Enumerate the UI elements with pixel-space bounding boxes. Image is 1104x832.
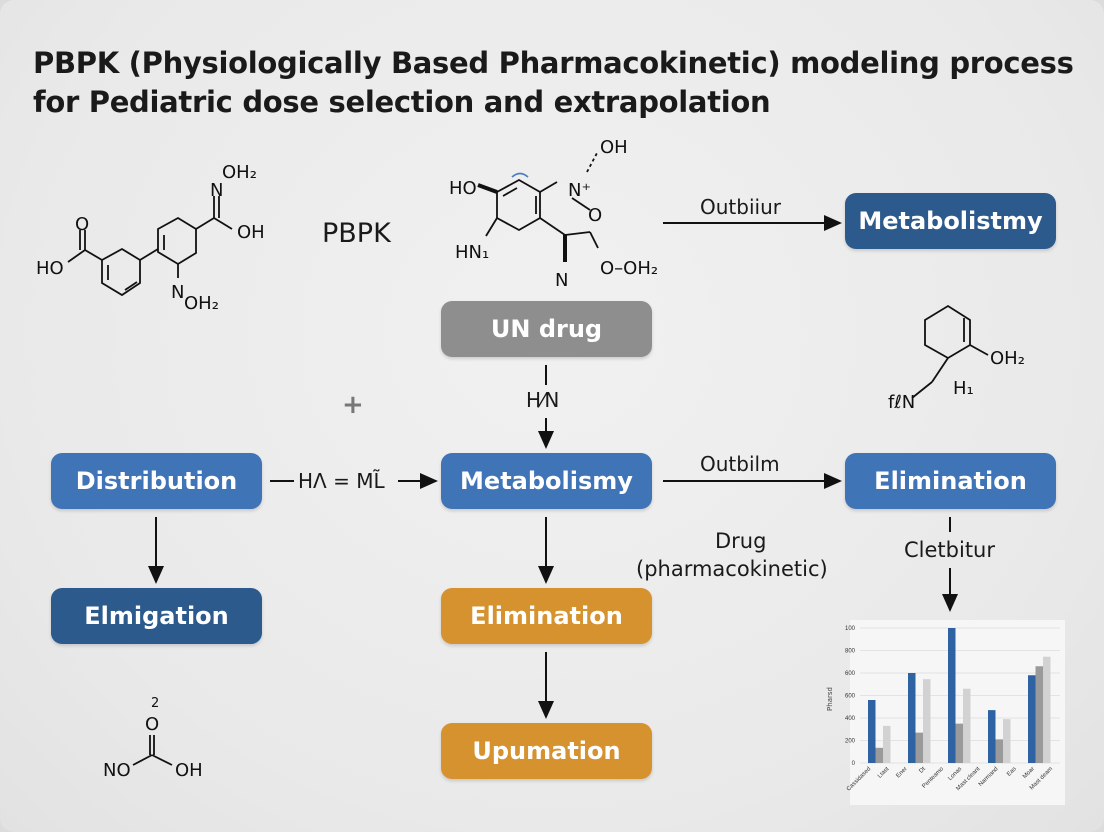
m1-oh-right: OH [237,222,265,243]
m1-n-bottom: N [171,282,185,303]
chart-bar [923,679,931,763]
m4-superscript: 2 [151,696,160,711]
chart-bar [908,673,916,763]
label-cletbitur: Cletbitur [904,538,995,562]
box-distribution: Distribution [51,453,262,509]
molecule-2-structure [477,152,599,262]
chart-ytick-label: 100 [845,626,856,632]
title-line-1: PBPK (Physiologically Based Pharmacokine… [33,46,1074,80]
m2-n-plus: N⁺ [568,180,591,201]
box-un-drug: UN drug [441,301,652,357]
plus-icon: + [342,390,364,420]
m1-n-top: N [210,180,224,201]
pbpk-label: PBPK [322,218,391,249]
m1-o: O [75,214,90,235]
m1-oh2-bottom: OH₂ [184,293,219,314]
chart-bar [995,739,1003,763]
label-outbilm: Outbilm [700,452,780,476]
m2-o-oh2: O–OH₂ [600,258,659,279]
m4-o: O [145,714,160,735]
m3-fn: fℓN [888,392,916,413]
box-metabolismy: Metabolismy [441,453,652,509]
box-elimination-right: Elimination [845,453,1056,509]
chart-ytick-label: 600 [845,694,856,700]
molecule-1-structure [67,196,233,297]
label-h2n: H⁄N [526,388,560,412]
chart-bar [963,688,971,763]
molecule-3-structure [911,304,989,399]
m2-n: N [555,270,569,291]
label-drug: Drug [715,529,767,553]
m3-oh2: OH₂ [990,348,1025,369]
label-pharmacokinetic: (pharmacokinetic) [636,557,828,581]
chart-bar [915,732,923,763]
chart-xtick-label: Dt [918,766,927,775]
chart-ylabel: Pharsd [825,687,834,711]
chart-ytick-label: 0 [852,761,856,767]
chart-bar [1035,666,1043,763]
chart-ytick-label: 800 [845,649,856,655]
m1-oh2-top: OH₂ [222,162,257,183]
m4-oh: OH [175,760,203,781]
m2-hn1: HN₁ [455,242,490,263]
m1-ho: HO [36,258,64,279]
chart-bar [1028,675,1036,763]
chart-ytick-label: 400 [845,716,856,722]
chart-xtick-label: Eas [1006,766,1018,778]
chart-bar [883,725,891,763]
chart-bar [875,747,883,763]
chart-bar [1043,656,1051,763]
box-metabolistmy: Metabolistmy [845,193,1056,249]
m4-no: NO [103,760,131,781]
m2-ho: HO [449,178,477,199]
label-equation: HΛ = ML̃ [298,469,385,493]
chart-bar [955,723,963,763]
m3-h1: H₁ [953,378,974,399]
chart-ytick-label: 200 [845,739,856,745]
diagram-title: PBPK (Physiologically Based Pharmacokine… [33,44,1074,122]
chart-ytick-label: 600 [845,671,856,677]
molecule-4-structure [132,735,173,766]
chart-bar [868,700,876,763]
chart-bar [988,710,996,763]
title-line-2: for Pediatric dose selection and extrapo… [33,85,771,119]
box-elmigation: Elmigation [51,588,262,644]
chart-bar [1003,719,1011,763]
m2-o: O [588,205,603,226]
m2-oh: OH [600,137,628,158]
label-outbiiur: Outbiiur [700,195,781,219]
chart-bar [948,628,956,763]
box-upumation: Upumation [441,723,652,779]
box-elimination-center: Elimination [441,588,652,644]
